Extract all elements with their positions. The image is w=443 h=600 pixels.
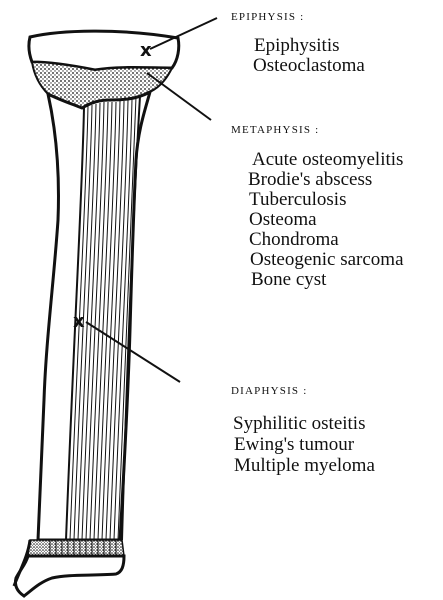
metaphysis-heading: Metaphysis : (231, 124, 319, 136)
list-item: Osteoclastoma (253, 56, 365, 76)
list-item: Multiple myeloma (234, 455, 375, 476)
epiphysis-leader-line (150, 18, 217, 49)
diaphysis-heading: Diaphysis : (231, 385, 307, 397)
diaphysis-marker: x (73, 311, 85, 332)
lower-epiphysis (15, 556, 124, 596)
epiphysis-marker: x (140, 40, 152, 61)
list-item: Acute osteomyelitis (252, 150, 404, 170)
list-item: Brodie's abscess (248, 170, 404, 190)
diaphysis-list: Syphilitic osteitis Ewing's tumour Multi… (233, 413, 375, 476)
list-item: Ewing's tumour (234, 434, 375, 455)
metaphysis-list: Acute osteomyelitis Brodie's abscess Tub… (252, 150, 404, 290)
list-item: Bone cyst (251, 270, 404, 290)
list-item: Epiphysitis (254, 36, 365, 56)
metaphysis-leader-line (147, 73, 211, 120)
list-item: Osteogenic sarcoma (250, 250, 404, 270)
list-item: Tuberculosis (249, 190, 404, 210)
epiphysis-list: Epiphysitis Osteoclastoma (254, 36, 365, 76)
list-item: Osteoma (249, 210, 404, 230)
list-item: Syphilitic osteitis (233, 413, 375, 434)
list-item: Chondroma (249, 230, 404, 250)
epiphysis-heading: Epiphysis : (231, 11, 304, 23)
